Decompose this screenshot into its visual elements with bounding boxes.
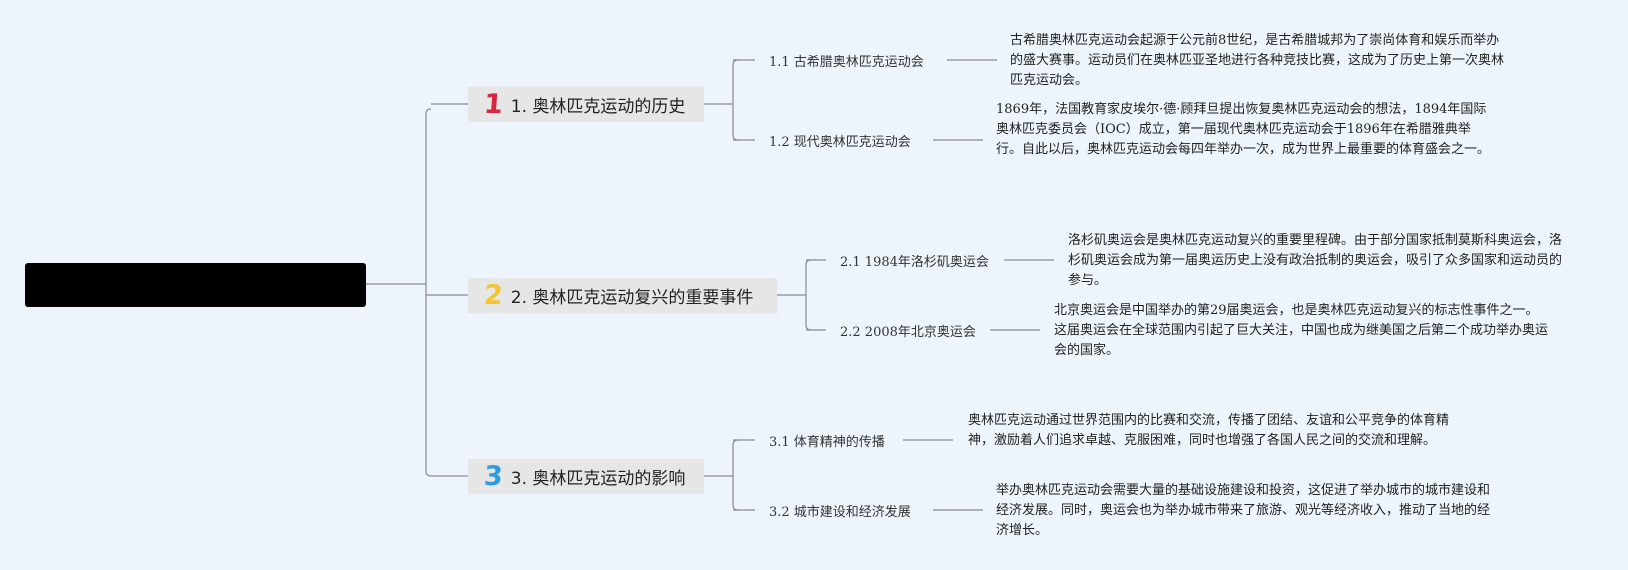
subtopic-modern-olympics[interactable]: 1.2 现代奥林匹克运动会 bbox=[769, 135, 911, 150]
topic-title: 1. 奥林匹克运动的历史 bbox=[510, 97, 686, 117]
connector-b3-fork bbox=[732, 439, 739, 511]
number-one-icon: 1 bbox=[482, 89, 504, 120]
description-sports-spirit: 奥林匹克运动通过世界范围内的比赛和交流，传播了团结、友谊和公平竞争的体育精神，激… bbox=[968, 413, 1450, 448]
subtopic-2008-beijing[interactable]: 2.2 2008年北京奥运会 bbox=[840, 325, 976, 340]
root-node[interactable] bbox=[25, 263, 366, 307]
subtopic-ancient-olympics[interactable]: 1.1 古希腊奥林匹克运动会 bbox=[769, 55, 924, 70]
description-ancient-olympics: 古希腊奥林匹克运动会起源于公元前8世纪，是古希腊城邦为了崇尚体育和娱乐而举办的盛… bbox=[1010, 33, 1505, 88]
number-three-icon: 3 bbox=[482, 461, 504, 492]
description-city-economy: 举办奥林匹克运动会需要大量的基础设施建设和投资，这促进了举办城市的城市建设和经济… bbox=[996, 483, 1491, 538]
subtopic-sports-spirit[interactable]: 3.1 体育精神的传播 bbox=[769, 435, 885, 450]
description-modern-olympics: 1869年，法国教育家皮埃尔·德·顾拜旦提出恢复奥林匹克运动会的想法，1894年… bbox=[996, 102, 1491, 157]
connector-b1-fork bbox=[732, 59, 739, 141]
connector-trunk bbox=[425, 108, 432, 477]
connector-b2-fork bbox=[805, 259, 812, 331]
topic-history[interactable]: 1 1. 奥林匹克运动的历史 bbox=[468, 87, 704, 122]
subtopic-1984-los-angeles[interactable]: 2.1 1984年洛杉矶奥运会 bbox=[840, 255, 989, 270]
description-2008-beijing: 北京奥运会是中国举办的第29届奥运会，也是奥林匹克运动复兴的标志性事件之一。这届… bbox=[1054, 303, 1549, 358]
number-two-icon: 2 bbox=[482, 280, 504, 311]
topic-influence[interactable]: 3 3. 奥林匹克运动的影响 bbox=[468, 459, 704, 494]
topic-title: 2. 奥林匹克运动复兴的重要事件 bbox=[510, 288, 754, 308]
subtopic-city-economy[interactable]: 3.2 城市建设和经济发展 bbox=[769, 505, 911, 520]
description-1984-los-angeles: 洛杉矶奥运会是奥林匹克运动复兴的重要里程碑。由于部分国家抵制莫斯科奥运会，洛杉矶… bbox=[1068, 233, 1563, 288]
topic-title: 3. 奥林匹克运动的影响 bbox=[510, 469, 686, 489]
topic-revival-events[interactable]: 2 2. 奥林匹克运动复兴的重要事件 bbox=[468, 278, 777, 313]
